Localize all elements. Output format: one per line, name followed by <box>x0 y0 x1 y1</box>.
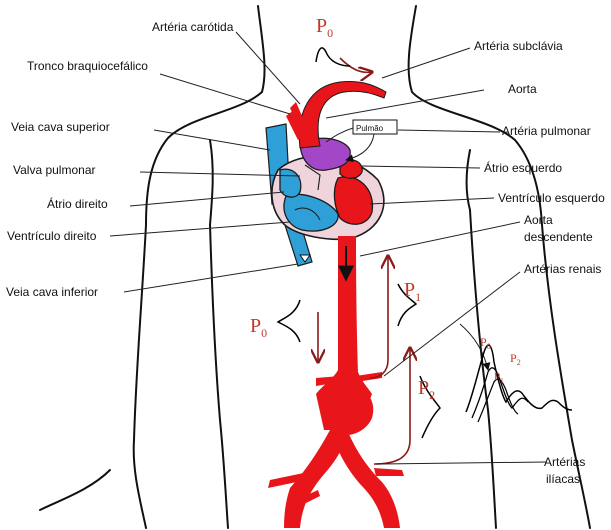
reflected-wave-p2 <box>374 348 410 464</box>
p0-left: P0 <box>250 315 267 340</box>
label-svc: Veia cava superior <box>11 120 110 134</box>
heart <box>272 138 384 239</box>
label-descending-aorta-1: Aorta <box>524 213 553 227</box>
label-subclavian: Artéria subclávia <box>474 39 563 53</box>
label-carotid: Artéria carótida <box>152 20 234 34</box>
lung-label: Pulmão <box>356 124 384 133</box>
inset-p2-label: P2 <box>510 351 521 367</box>
label-aorta: Aorta <box>508 82 537 96</box>
label-pulmonary-valve: Valva pulmonar <box>13 163 96 177</box>
p2-label: P2 <box>418 377 435 402</box>
label-ivc: Veia cava inferior <box>6 285 98 299</box>
reflected-wave-p1 <box>370 256 388 378</box>
inset-p0-label: P0 <box>480 335 491 351</box>
label-renal: Artérias renais <box>524 262 601 276</box>
label-brachiocephalic: Tronco braquiocefálico <box>27 59 148 73</box>
label-right-atrium: Átrio direito <box>47 196 108 211</box>
inset-p1-label: P1 <box>494 371 504 385</box>
label-pulmonary-artery: Artéria pulmonar <box>502 124 591 138</box>
label-left-ventricle: Ventrículo esquerdo <box>498 191 605 205</box>
label-left-atrium: Átrio esquerdo <box>484 160 562 175</box>
aortic-aneurysm <box>321 388 373 435</box>
label-right-ventricle: Ventrículo direito <box>7 229 97 243</box>
p0-left-wave <box>278 300 300 342</box>
label-iliac-1: Artérias <box>544 455 585 469</box>
p0-top: P0 <box>316 15 333 40</box>
label-iliac-2: ilíacas <box>546 472 580 486</box>
p1-label: P1 <box>404 279 421 304</box>
label-descending-aorta-2: descendente <box>524 230 593 244</box>
iliac-artery-right <box>334 432 400 528</box>
